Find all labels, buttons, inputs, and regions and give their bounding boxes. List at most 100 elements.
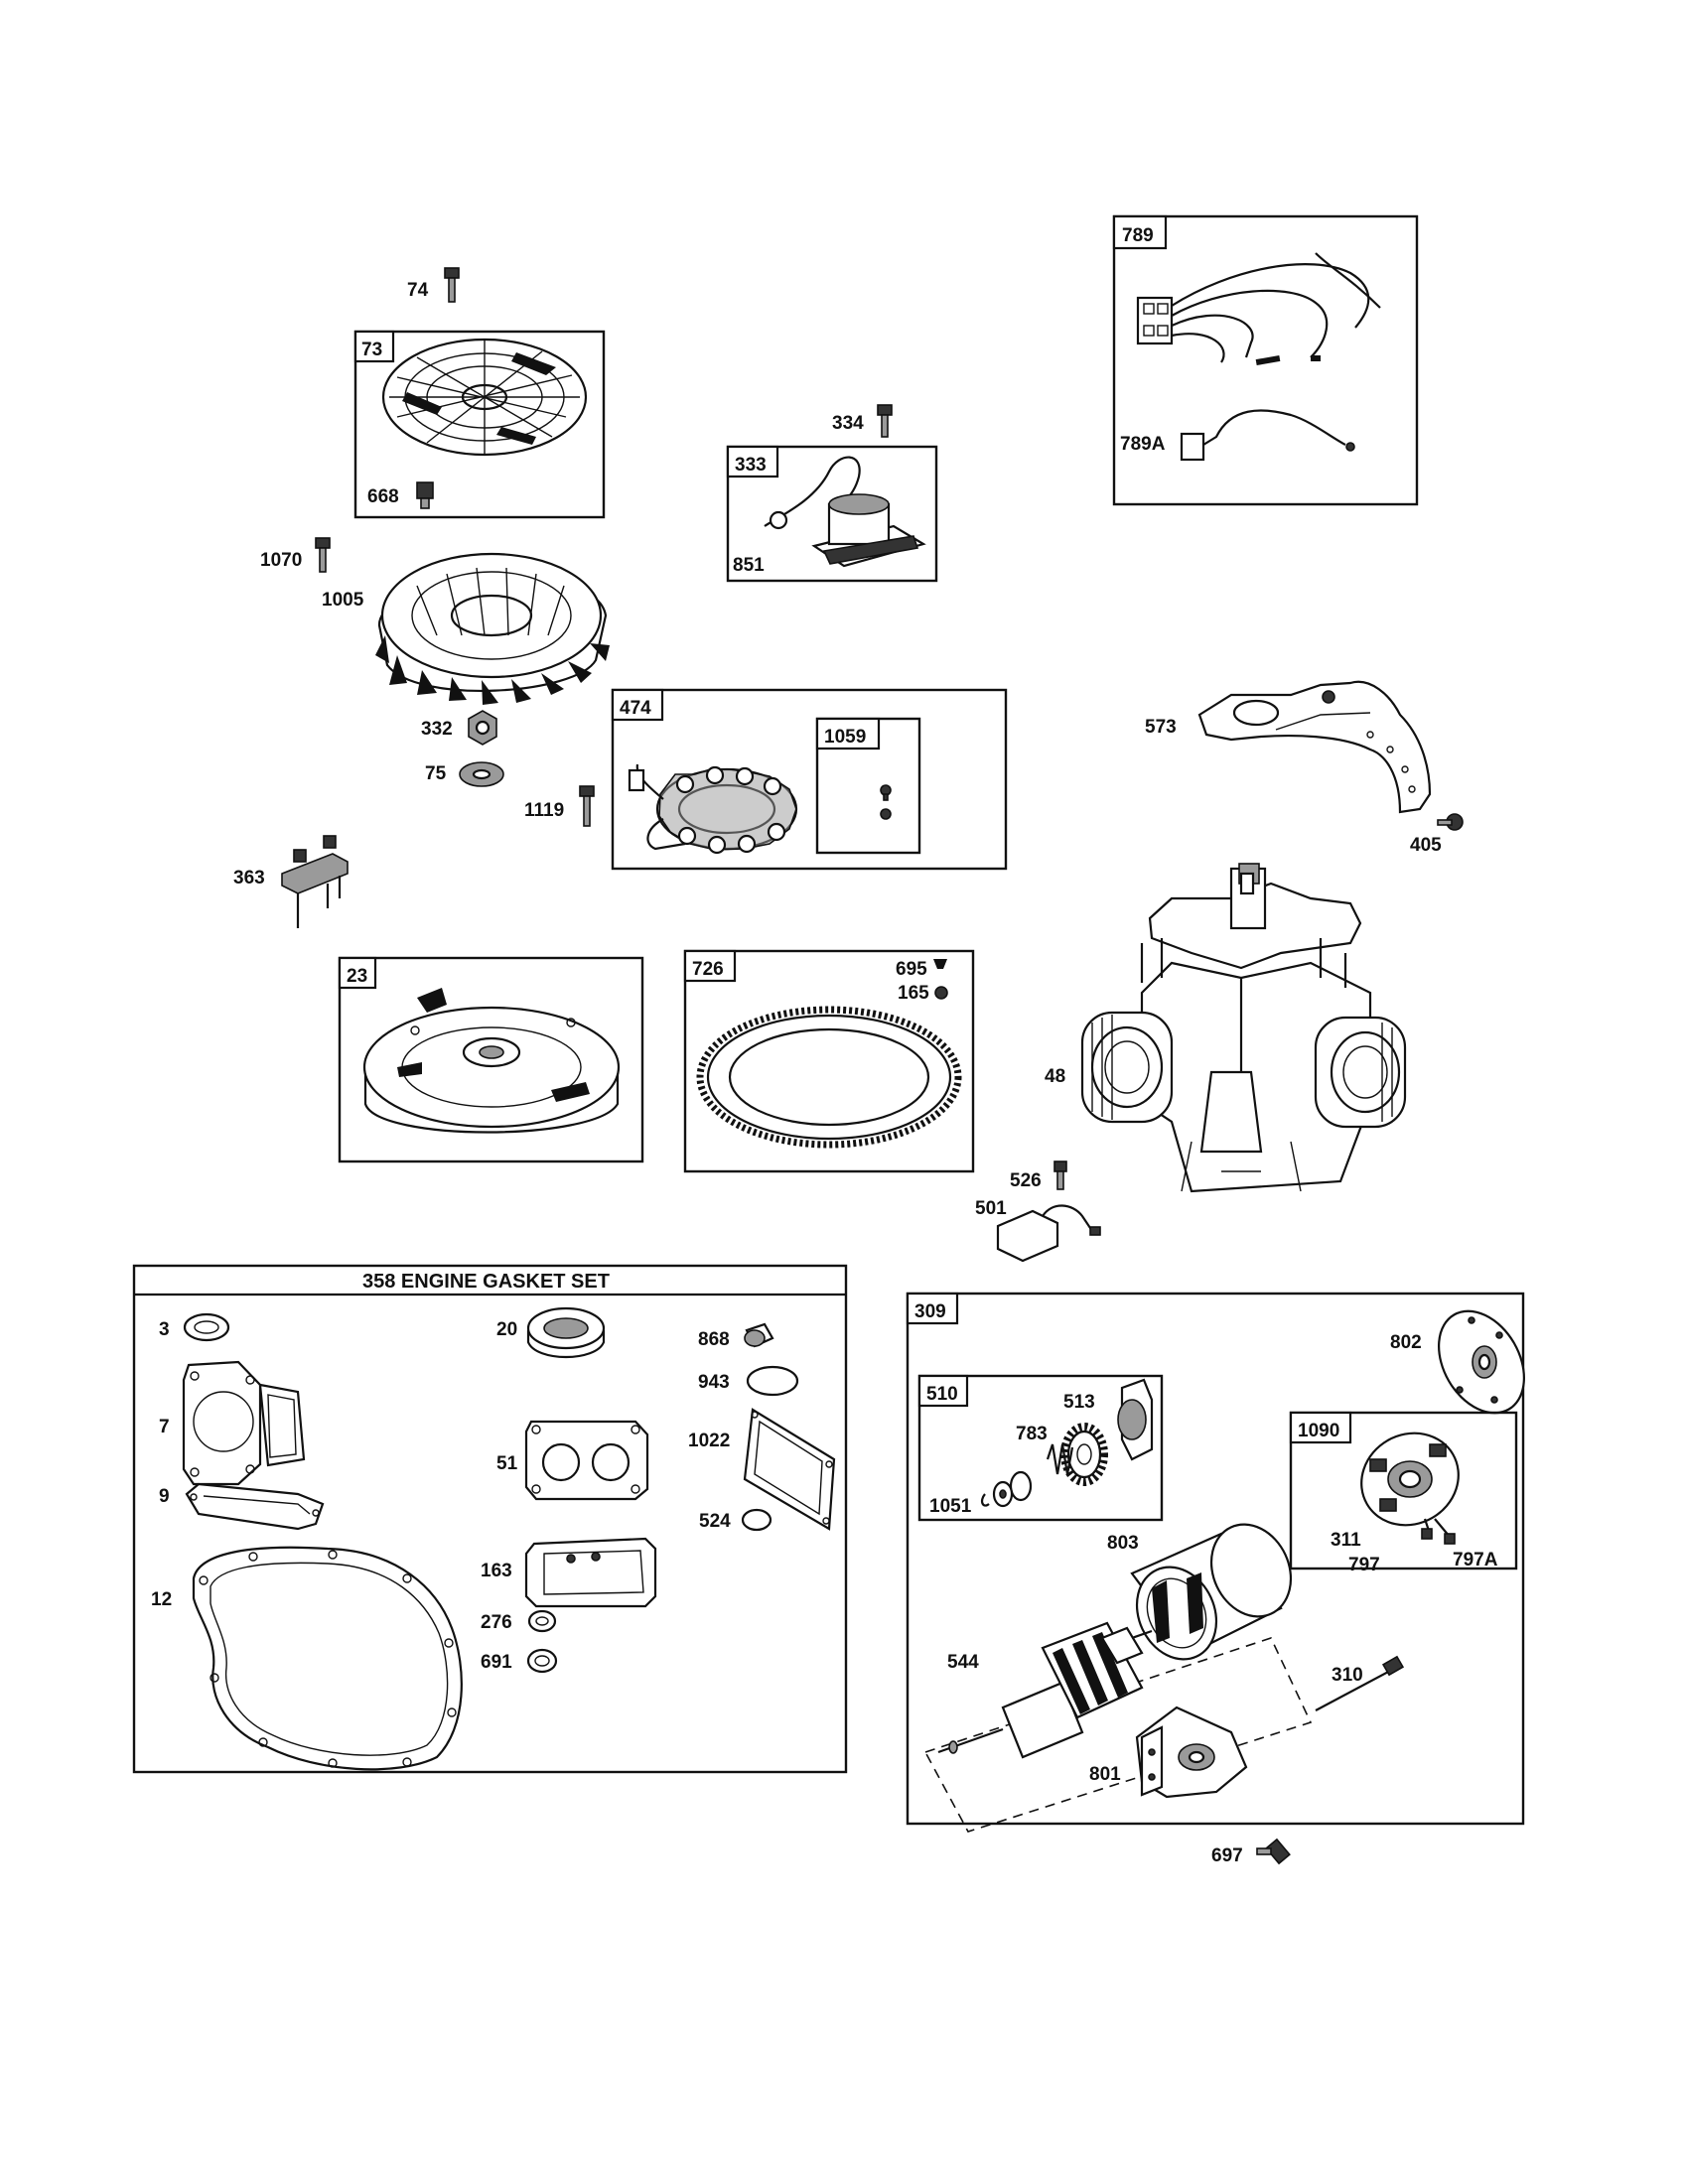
label-334: 334 [832,413,864,434]
screw-1119 [579,785,595,827]
label-163: 163 [481,1561,512,1581]
box-label-23: 23 [347,966,367,987]
label-1070: 1070 [260,550,302,571]
washer-524 [741,1508,772,1532]
rectifier-501-drawing [996,1204,1101,1263]
pinion-513 [1117,1378,1154,1461]
bracket-363-drawing [281,835,349,928]
label-311: 311 [1331,1530,1361,1551]
label-868: 868 [698,1329,730,1350]
label-332: 332 [421,719,453,740]
label-802: 802 [1390,1332,1422,1353]
part-group-726: 726 695 165 [683,949,975,1173]
washer-276 [527,1609,557,1633]
flywheel-fan-drawing [375,552,610,705]
label-1022: 1022 [688,1431,730,1451]
rotating-screen-drawing [381,338,588,457]
label-513: 513 [1063,1392,1095,1413]
label-405: 405 [1410,835,1442,856]
armature-544 [923,1621,1313,1833]
crankcase-gasket-12 [192,1546,463,1771]
head-gasket-7 [182,1360,306,1486]
label-668: 668 [367,486,399,507]
label-524: 524 [699,1511,731,1532]
o-ring-943 [746,1365,799,1397]
screw-668 [416,481,434,509]
label-501: 501 [975,1198,1007,1219]
label-7: 7 [159,1417,170,1437]
seal-868 [744,1322,774,1348]
label-943: 943 [698,1372,730,1393]
box-label-726: 726 [692,959,724,980]
label-801: 801 [1089,1764,1121,1785]
screw-697 [1256,1838,1291,1865]
box-label-1059: 1059 [824,727,866,748]
box-label-333: 333 [735,455,767,476]
label-51: 51 [496,1453,518,1474]
box-label-1090: 1090 [1298,1421,1339,1441]
air-guide-drawing [1197,680,1432,814]
wiring-harness-drawing [1136,252,1381,366]
gasket-9 [185,1482,325,1531]
label-526: 526 [1010,1170,1042,1191]
starter-housing-803 [1130,1523,1293,1661]
label-851: 851 [733,555,765,576]
label-789A: 789A [1120,434,1166,455]
label-695: 695 [896,959,927,980]
label-803: 803 [1107,1533,1139,1554]
ring-gear-drawing [696,1006,962,1149]
retainer-1051 [980,1470,1033,1508]
seal-3 [183,1312,230,1342]
gear-783 [1060,1423,1108,1486]
part-group-789: 789 789A [1112,214,1419,506]
box-label-73: 73 [361,340,382,360]
gasket-163 [524,1537,657,1608]
label-165: 165 [898,983,929,1004]
label-3: 3 [159,1319,170,1340]
part-group-333: 333 851 [726,445,938,583]
ignition-armature-drawing [764,456,926,568]
label-573: 573 [1145,717,1177,738]
label-697: 697 [1211,1845,1243,1866]
screw-334 [877,404,893,438]
label-544: 544 [947,1652,979,1673]
label-75: 75 [425,763,447,784]
brush-holder-1090 [1360,1432,1460,1545]
spring-783 [1046,1443,1074,1475]
bolt-1070 [315,537,331,573]
part-group-73: 73 668 [353,330,606,519]
washer-165 [934,986,948,1000]
label-1051: 1051 [929,1496,972,1517]
washer-691 [526,1648,558,1674]
thru-bolt-310 [1315,1655,1405,1711]
intake-gasket-51 [524,1420,649,1501]
label-797: 797 [1348,1555,1380,1575]
label-20: 20 [496,1319,517,1340]
label-12: 12 [151,1589,172,1610]
label-363: 363 [233,868,265,888]
diode-parts-drawing [880,784,892,820]
gasket-set-title: 358 ENGINE GASKET SET [362,1271,610,1293]
nut-332 [468,710,497,746]
wire-lead-drawing [1180,409,1355,462]
label-276: 276 [481,1612,512,1633]
screw-695 [933,959,947,969]
label-1119: 1119 [524,800,564,821]
flywheel-drawing [362,988,621,1134]
part-group-474: 474 1059 [611,688,1008,871]
drive-end-cap-801 [1135,1706,1248,1799]
bolt-74 [444,267,460,303]
box-label-789: 789 [1122,225,1154,246]
oil-seal-20 [526,1306,606,1358]
alternator-stator-drawing [628,763,798,855]
label-691: 691 [481,1652,512,1673]
crankcase-drawing [1080,863,1407,1193]
label-310: 310 [1332,1665,1363,1686]
box-label-474: 474 [620,698,651,719]
part-group-23: 23 [338,956,644,1163]
screw-405 [1437,813,1464,831]
label-1005: 1005 [322,590,364,611]
label-48: 48 [1045,1066,1065,1087]
label-797A: 797A [1453,1550,1498,1570]
